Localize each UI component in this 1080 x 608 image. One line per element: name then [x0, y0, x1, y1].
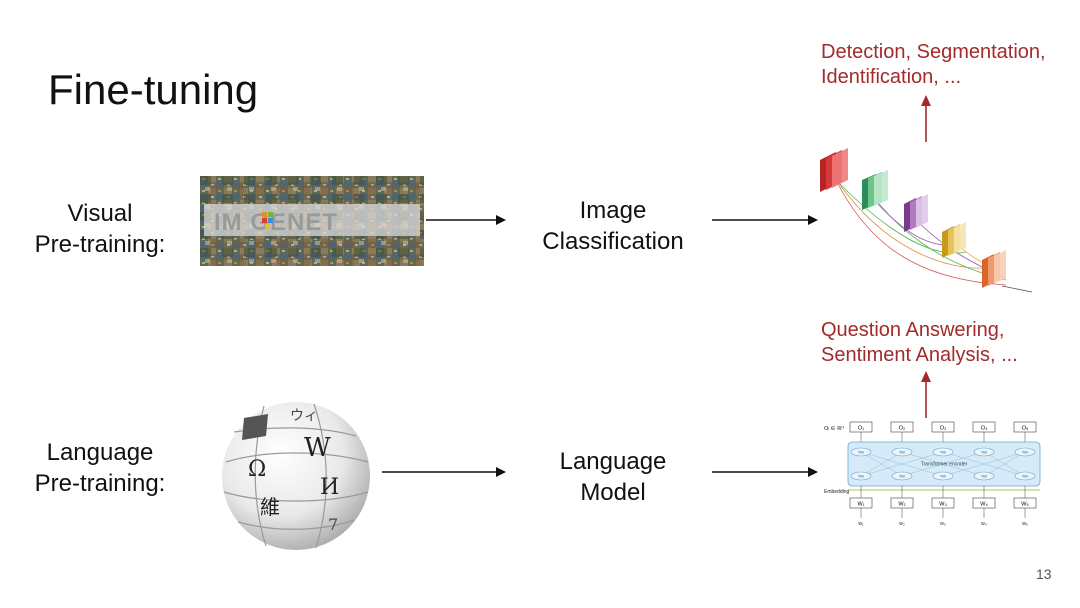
output-boxes: O₁ O₂ O₃ O₄ O₅	[850, 422, 1036, 432]
svg-text:w₅: w₅	[1022, 521, 1028, 527]
visual-downstream-line1: Detection, Segmentation,	[821, 40, 1046, 65]
cnn-block-red	[820, 148, 848, 192]
globe-glyph-wi: ウィ	[290, 408, 318, 424]
arrow-up-icon	[918, 370, 934, 420]
svg-text:Trm: Trm	[981, 450, 987, 454]
imagenet-logo-text: IM GENET	[214, 209, 338, 236]
output-o2: O₂	[899, 426, 905, 432]
language-downstream-tasks: Question Answering, Sentiment Analysis, …	[821, 318, 1018, 368]
visual-downstream-tasks: Detection, Segmentation, Identification,…	[821, 40, 1046, 90]
output-o3: O₃	[940, 426, 947, 432]
arrow-right-icon	[424, 212, 508, 228]
cnn-skip-connections	[836, 180, 1006, 285]
globe-glyph-omega: Ω	[248, 457, 266, 482]
slide-title: Fine-tuning	[48, 66, 258, 114]
cnn-block-green	[862, 170, 888, 210]
language-label-line1: Language	[20, 437, 180, 468]
svg-text:Trm: Trm	[899, 450, 905, 454]
input-w1: W₁	[857, 502, 864, 508]
visual-label-line2: Pre-training:	[20, 229, 180, 260]
svg-text:w₁: w₁	[858, 521, 864, 527]
svg-text:w₄: w₄	[981, 521, 987, 527]
input-w5: W₅	[1021, 502, 1028, 508]
output-o5: O₅	[1022, 426, 1029, 432]
language-label-line2: Pre-training:	[20, 468, 180, 499]
arrow-up-icon	[918, 94, 934, 144]
svg-text:Trm: Trm	[940, 450, 946, 454]
language-model-label: Language Model	[520, 446, 706, 508]
page-number: 13	[1036, 566, 1052, 582]
globe-glyph-w: W	[304, 433, 331, 463]
encoder-label: Transformer encoder	[921, 462, 968, 468]
svg-text:w₂: w₂	[899, 521, 905, 527]
language-model-line2: Model	[520, 477, 706, 508]
visual-downstream-line2: Identification, ...	[821, 65, 1046, 90]
language-downstream-line2: Sentiment Analysis, ...	[821, 343, 1018, 368]
svg-text:Trm: Trm	[858, 450, 864, 454]
svg-text:Trm: Trm	[1022, 474, 1028, 478]
input-w4: W₄	[980, 502, 988, 508]
cnn-block-orange	[982, 250, 1006, 288]
embedding-label: Embedding	[824, 489, 850, 495]
arrow-right-icon	[710, 212, 820, 228]
output-side-label: Oᵢ ∈ ℝᴴ	[824, 425, 844, 432]
language-downstream-line1: Question Answering,	[821, 318, 1018, 343]
globe-glyph-wei: 維	[260, 495, 280, 519]
wikipedia-globe-logo: W Ω И 維 ウィ 7	[204, 392, 388, 552]
output-o4: O₄	[981, 426, 988, 432]
output-o1: O₁	[858, 426, 864, 432]
input-w3: W₃	[939, 502, 946, 508]
visual-pretraining-label: Visual Pre-training:	[20, 198, 180, 260]
globe-missing-piece	[242, 414, 268, 440]
svg-text:Trm: Trm	[1022, 450, 1028, 454]
input-boxes: W₁ W₂ W₃ W₄ W₅	[850, 498, 1036, 508]
arrow-right-icon	[380, 464, 508, 480]
cnn-block-purple	[904, 194, 928, 232]
svg-text:Trm: Trm	[858, 474, 864, 478]
globe-glyph-seven: 7	[328, 515, 338, 534]
svg-text:Trm: Trm	[940, 474, 946, 478]
language-pretraining-label: Language Pre-training:	[20, 437, 180, 499]
imagenet-mosaic-image: IM GENET	[200, 176, 424, 266]
svg-text:Trm: Trm	[899, 474, 905, 478]
image-classification-line2: Classification	[520, 226, 706, 257]
visual-label-line1: Visual	[20, 198, 180, 229]
output-connectors	[861, 432, 1025, 442]
globe-glyph-i: И	[320, 475, 339, 500]
language-model-line1: Language	[520, 446, 706, 477]
image-classification-line1: Image	[520, 195, 706, 226]
arrow-right-icon	[710, 464, 820, 480]
svg-text:Trm: Trm	[981, 474, 987, 478]
transformer-encoder-diagram: Oᵢ ∈ ℝᴴ O₁ O₂ O₃ O₄ O₅	[820, 418, 1044, 530]
svg-text:w₃: w₃	[940, 521, 946, 527]
image-classification-label: Image Classification	[520, 195, 706, 257]
token-labels: w₁ w₂ w₃ w₄ w₅	[858, 521, 1027, 527]
cnn-architecture-diagram	[816, 140, 1040, 296]
input-w2: W₂	[898, 502, 905, 508]
